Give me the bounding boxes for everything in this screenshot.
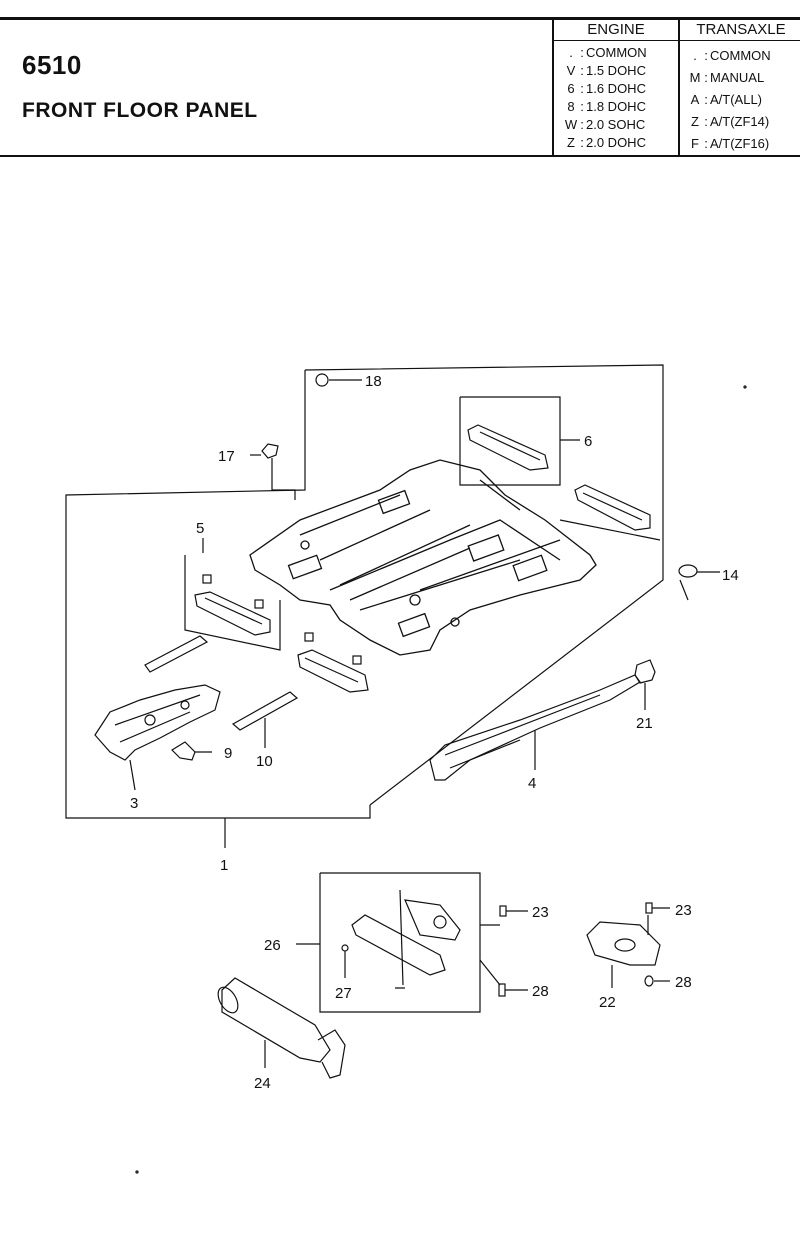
assembly-26-box xyxy=(296,872,501,1013)
strip-10 xyxy=(144,635,299,748)
side-rail-4 xyxy=(429,674,641,781)
assembly-1-bracket xyxy=(65,370,371,819)
codes-table: ENGINE TRANSAXLE .:COMMON V:1.5 DOHC 6:1… xyxy=(552,19,800,156)
callout-28b: 28 xyxy=(675,974,692,991)
bolt-23b xyxy=(645,902,670,914)
assembly-1-bracket-right xyxy=(304,364,664,806)
transaxle-row: M:MANUAL xyxy=(689,70,765,85)
callout-6: 6 xyxy=(584,433,592,450)
clip-18 xyxy=(315,373,362,387)
bolt-28a xyxy=(498,983,528,997)
callout-17: 17 xyxy=(218,448,235,465)
page-header: 6510 FRONT FLOOR PANEL ENGINE TRANSAXLE … xyxy=(0,0,800,160)
transaxle-header: TRANSAXLE xyxy=(696,21,786,38)
callout-9: 9 xyxy=(224,745,232,762)
callout-23a: 23 xyxy=(532,904,549,921)
transaxle-row: F:A/T(ZF16) xyxy=(691,136,770,151)
bracket-group-5 xyxy=(184,538,369,693)
section-code: 6510 xyxy=(22,50,82,80)
section-title: FRONT FLOOR PANEL xyxy=(22,99,258,122)
callout-21: 21 xyxy=(636,715,653,732)
engine-row: 8:1.8 DOHC xyxy=(567,99,646,114)
callout-26: 26 xyxy=(264,937,281,954)
callout-14: 14 xyxy=(722,567,739,584)
reinforcement-3 xyxy=(94,684,221,791)
bracket-17 xyxy=(250,443,296,500)
bracket-group-6 xyxy=(459,396,661,541)
transaxle-row: Z:A/T(ZF14) xyxy=(691,114,770,129)
callout-28a: 28 xyxy=(532,983,549,1000)
callout-18: 18 xyxy=(365,373,382,390)
callout-1: 1 xyxy=(220,857,228,874)
callout-3: 3 xyxy=(130,795,138,812)
bracket-22 xyxy=(586,915,661,988)
transaxle-row: .:COMMON xyxy=(693,48,771,63)
floor-panel-1 xyxy=(249,459,597,656)
table-column-divider xyxy=(678,19,680,156)
table-header-rule xyxy=(554,40,800,41)
bolt-28b xyxy=(644,975,670,987)
engine-row: W:2.0 SOHC xyxy=(564,117,646,132)
callout-23b: 23 xyxy=(675,902,692,919)
exploded-parts-diagram: 18 17 6 5 14 21 9 10 3 4 1 23 23 26 27 2… xyxy=(65,364,747,1174)
engine-row: V:1.5 DOHC xyxy=(566,63,646,78)
callout-10: 10 xyxy=(256,753,273,770)
cap-21 xyxy=(634,659,656,710)
grommet-14 xyxy=(678,564,720,601)
callout-22: 22 xyxy=(599,994,616,1011)
engine-row: .:COMMON xyxy=(569,45,647,60)
callout-24: 24 xyxy=(254,1075,271,1092)
bracket-9 xyxy=(171,741,212,761)
engine-row: 6:1.6 DOHC xyxy=(567,81,646,96)
header-bottom-rule xyxy=(0,155,800,157)
engine-header: ENGINE xyxy=(587,21,645,38)
transaxle-row: A:A/T(ALL) xyxy=(690,92,763,107)
callout-5: 5 xyxy=(196,520,204,537)
engine-row: Z:2.0 DOHC xyxy=(567,135,646,150)
bolt-27 xyxy=(341,944,349,978)
header-top-rule xyxy=(0,17,800,20)
callout-27: 27 xyxy=(335,985,352,1002)
canister-24 xyxy=(217,977,346,1079)
callout-4: 4 xyxy=(528,775,536,792)
bolt-23a xyxy=(499,905,528,917)
